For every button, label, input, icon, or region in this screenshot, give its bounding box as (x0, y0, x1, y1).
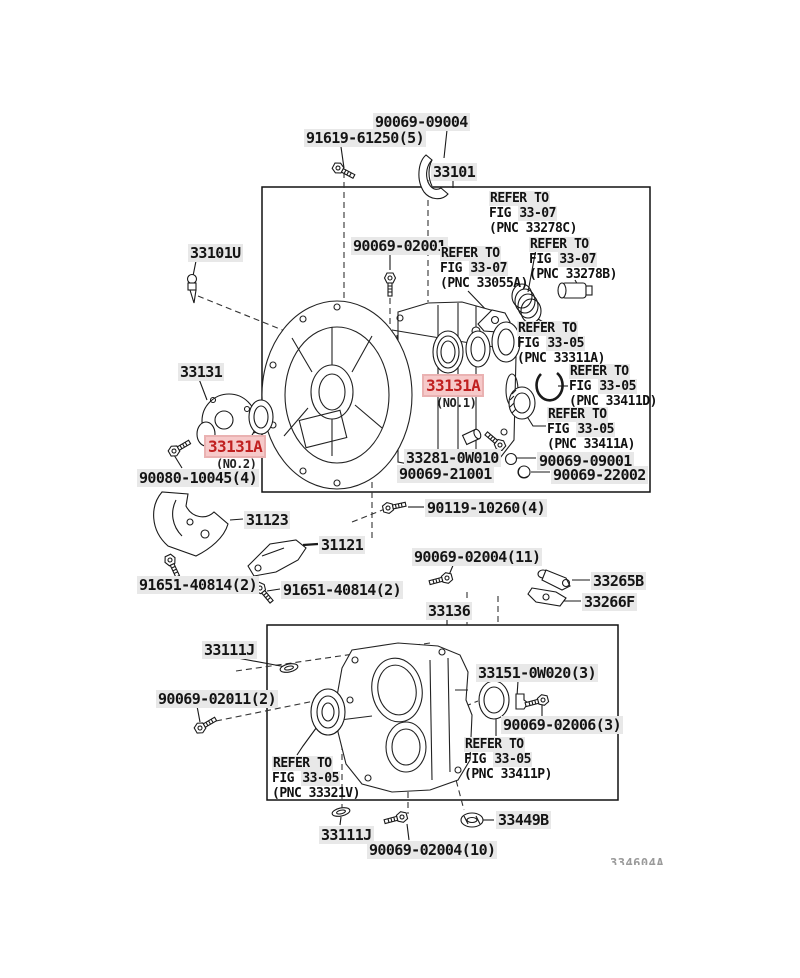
part-label-33266f[interactable]: 33266F (582, 593, 637, 611)
part-label-90069-22002[interactable]: 90069-22002 (551, 466, 648, 484)
part-label-33281-0w010[interactable]: 33281-0W010 (404, 449, 501, 467)
part-label-90069-02011[interactable]: 90069-02011(2) (156, 690, 279, 708)
figure-code: 334604A (610, 856, 665, 865)
refer-note-33278b[interactable]: REFER TO FIG 33-07 (PNC 33278B) (529, 237, 617, 282)
part-label-90069-21001[interactable]: 90069-21001 (397, 465, 494, 483)
part-label-33101[interactable]: 33101 (431, 163, 478, 181)
part-label-33151-0w020[interactable]: 33151-0W020(3) (476, 664, 599, 682)
refer-note-33411p[interactable]: REFER TO FIG 33-05 (PNC 33411P) (464, 737, 552, 782)
refer-note-33411a[interactable]: REFER TO FIG 33-05 (PNC 33411A) (547, 407, 635, 452)
refer-note-33278c[interactable]: REFER TO FIG 33-07 (PNC 33278C) (489, 191, 577, 236)
part-label-90069-02004-10[interactable]: 90069-02004(10) (367, 841, 498, 859)
part-label-33111j-b[interactable]: 33111J (319, 826, 374, 844)
part-label-91651-40814-a[interactable]: 91651-40814(2) (137, 576, 260, 594)
part-label-90069-02004-11[interactable]: 90069-02004(11) (412, 548, 543, 566)
refer-note-33411d[interactable]: REFER TO FIG 33-05 (PNC 33411D) (569, 364, 657, 409)
part-sublabel-no2: (NO.2) (216, 457, 257, 471)
refer-note-33055a[interactable]: REFER TO FIG 33-07 (PNC 33055A) (440, 246, 528, 291)
part-label-33111j-a[interactable]: 33111J (202, 641, 257, 659)
part-label-33131a-no2[interactable]: 33131A (206, 437, 265, 456)
refer-note-33311a[interactable]: REFER TO FIG 33-05 (PNC 33311A) (517, 321, 605, 366)
part-label-90080-10045[interactable]: 90080-10045(4) (137, 469, 260, 487)
part-label-91651-40814-b[interactable]: 91651-40814(2) (281, 581, 404, 599)
part-label-33101u[interactable]: 33101U (188, 244, 243, 262)
part-sublabel-no1: (NO.1) (436, 396, 477, 410)
small-parts-drawings (153, 154, 593, 828)
part-label-31121[interactable]: 31121 (319, 536, 366, 554)
part-label-90069-09001[interactable]: 90069-09001 (537, 452, 634, 470)
part-label-33449b[interactable]: 33449B (496, 811, 551, 829)
part-label-91619-61250[interactable]: 91619-61250(5) (304, 129, 427, 147)
part-label-90119-10260[interactable]: 90119-10260(4) (425, 499, 548, 517)
part-label-33131a-no1[interactable]: 33131A (424, 376, 483, 395)
part-label-90069-02001[interactable]: 90069-02001 (351, 237, 448, 255)
part-label-90069-09004[interactable]: 90069-09004 (373, 113, 470, 131)
part-label-33136[interactable]: 33136 (426, 602, 473, 620)
refer-note-33321v[interactable]: REFER TO FIG 33-05 (PNC 33321V) (272, 756, 360, 801)
part-label-33265b[interactable]: 33265B (591, 572, 646, 590)
part-label-31123[interactable]: 31123 (244, 511, 291, 529)
part-label-33131[interactable]: 33131 (178, 363, 225, 381)
section-boxes (261, 186, 651, 801)
part-label-90069-02006[interactable]: 90069-02006(3) (501, 716, 624, 734)
